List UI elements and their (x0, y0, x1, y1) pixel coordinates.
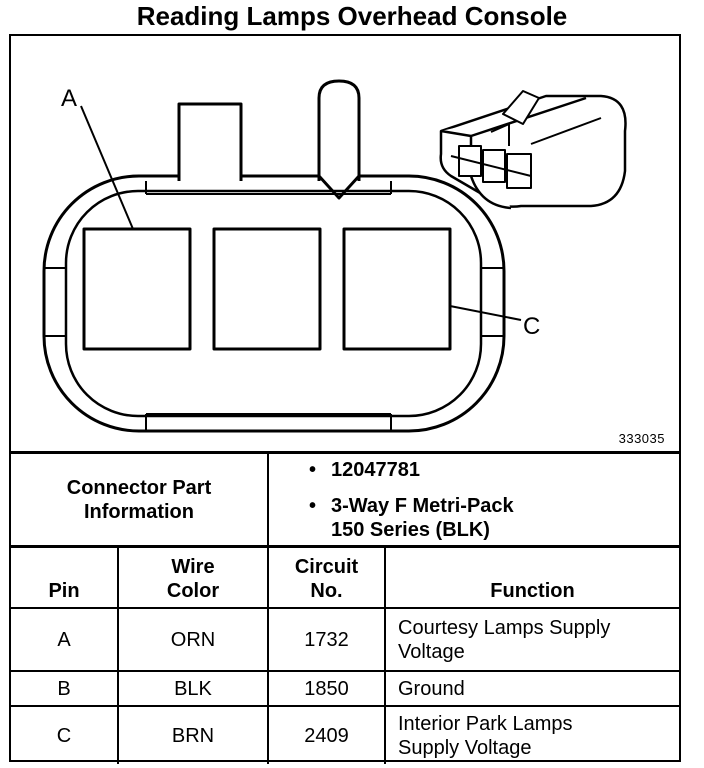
pin-cell: A (11, 607, 119, 672)
function-cell: Interior Park Lamps Supply Voltage (384, 705, 679, 764)
key-notch (317, 174, 361, 200)
callout-label-c: C (523, 313, 540, 340)
connector-face-drawing: A C (42, 79, 627, 433)
header-function: Function (384, 548, 679, 609)
bullet-icon: • (309, 459, 317, 481)
reference-number: 333035 (618, 431, 665, 446)
table-row: A ORN 1732 Courtesy Lamps Supply Voltage (11, 607, 679, 672)
callout-line-c (449, 305, 522, 321)
housing-inner-outline (64, 189, 483, 418)
header-circuit-no: Circuit No. (267, 548, 386, 609)
pin-cell: B (11, 670, 119, 707)
cavity-c (342, 227, 452, 351)
connector-info-values: • 12047781 • 3-Way F Metri-Pack 150 Seri… (309, 459, 514, 541)
pin-table: Pin Wire Color Circuit No. Function A OR… (11, 548, 679, 764)
wire-color-cell: ORN (117, 607, 269, 672)
cavity-b (212, 227, 322, 351)
header-wire-color: Wire Color (117, 548, 269, 609)
connector-3d-icon (439, 90, 627, 210)
page-title: Reading Lamps Overhead Console (136, 1, 568, 31)
function-cell: Courtesy Lamps Supply Voltage (384, 607, 679, 672)
connector-info-label: Connector Part Information (11, 454, 269, 545)
connector-part-information: Connector Part Information • 12047781 • … (11, 454, 679, 548)
connector-sheet: A C 333035 Connector Part Information • … (9, 34, 681, 764)
table-row: B BLK 1850 Ground (11, 670, 679, 707)
key-tab (317, 79, 361, 181)
latch-tab (177, 102, 243, 181)
wire-color-cell: BRN (117, 705, 269, 764)
callout-label-a: A (61, 85, 77, 112)
table-row: C BRN 2409 Interior Park Lamps Supply Vo… (11, 705, 679, 764)
pin-cell: C (11, 705, 119, 764)
wire-color-cell: BLK (117, 670, 269, 707)
circuit-cell: 1732 (267, 607, 386, 672)
connector-diagram: A C 333035 (11, 36, 679, 454)
function-cell: Ground (384, 670, 679, 707)
bullet-icon: • (309, 495, 317, 517)
callout-line-a (80, 105, 134, 230)
pin-table-header: Pin Wire Color Circuit No. Function (11, 548, 679, 609)
cavity-a (82, 227, 192, 351)
housing-outer-outline (42, 174, 506, 433)
circuit-cell: 2409 (267, 705, 386, 764)
circuit-cell: 1850 (267, 670, 386, 707)
header-pin: Pin (11, 548, 119, 609)
